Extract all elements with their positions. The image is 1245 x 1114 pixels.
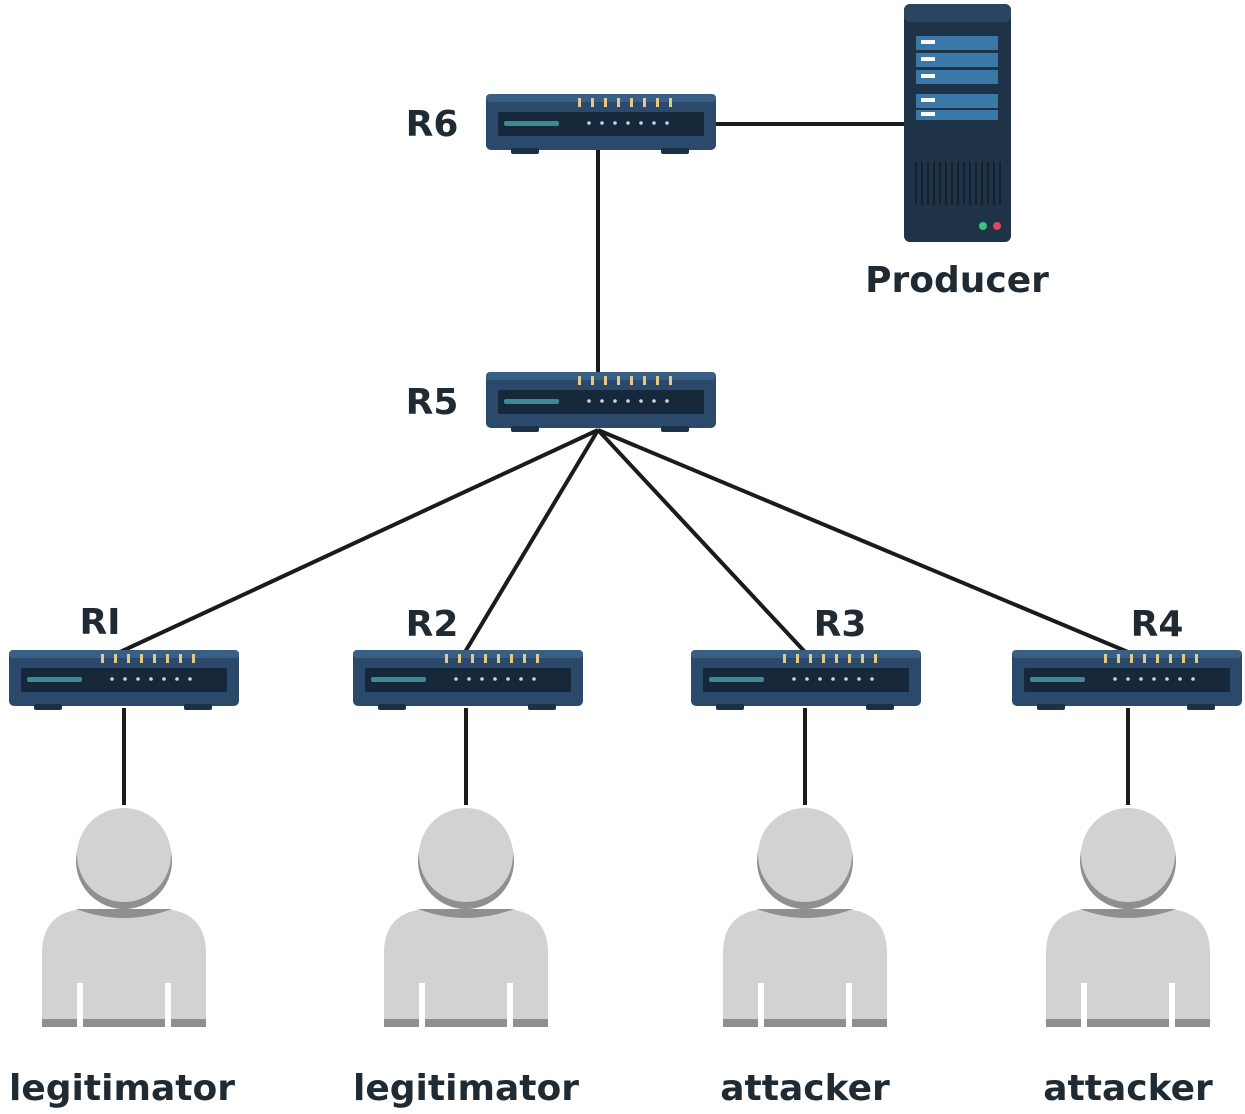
router-label: R6	[406, 104, 459, 145]
user-label: legitimator	[9, 1068, 235, 1109]
router-r6: R6	[406, 94, 716, 154]
user-icon	[1046, 808, 1210, 1027]
router-r1: RI	[9, 602, 239, 710]
router-r5: R5	[406, 372, 716, 432]
producer-node: Producer	[865, 4, 1049, 301]
producer-label: Producer	[865, 260, 1049, 301]
router-label: R3	[814, 604, 867, 645]
user-label: legitimator	[353, 1068, 579, 1109]
router-r2: R2	[353, 604, 583, 710]
links	[119, 122, 1130, 805]
user-icon	[42, 808, 206, 1027]
user-node-4: attacker	[1043, 808, 1213, 1109]
link-r5-r4	[597, 428, 1129, 654]
user-label: attacker	[720, 1068, 890, 1109]
user-label: attacker	[1043, 1068, 1213, 1109]
router-label: R5	[406, 382, 459, 423]
router-label: R4	[1131, 604, 1184, 645]
router-icon	[353, 650, 583, 710]
router-r4: R4	[1012, 604, 1242, 710]
link-r5-r3	[596, 428, 807, 654]
user-node-2: legitimator	[353, 808, 579, 1109]
link-r5-r2	[463, 428, 600, 654]
router-icon	[486, 372, 716, 432]
user-icon	[723, 808, 887, 1027]
user-icon	[384, 808, 548, 1027]
user-node-1: legitimator	[9, 808, 235, 1109]
router-icon	[1012, 650, 1242, 710]
router-label: RI	[79, 602, 120, 643]
router-label: R2	[406, 604, 459, 645]
link-r5-r1	[119, 428, 599, 654]
user-node-3: attacker	[720, 808, 890, 1109]
router-icon	[486, 94, 716, 154]
server-icon	[904, 4, 1011, 242]
router-r3: R3	[691, 604, 921, 710]
router-icon	[691, 650, 921, 710]
router-icon	[9, 650, 239, 710]
